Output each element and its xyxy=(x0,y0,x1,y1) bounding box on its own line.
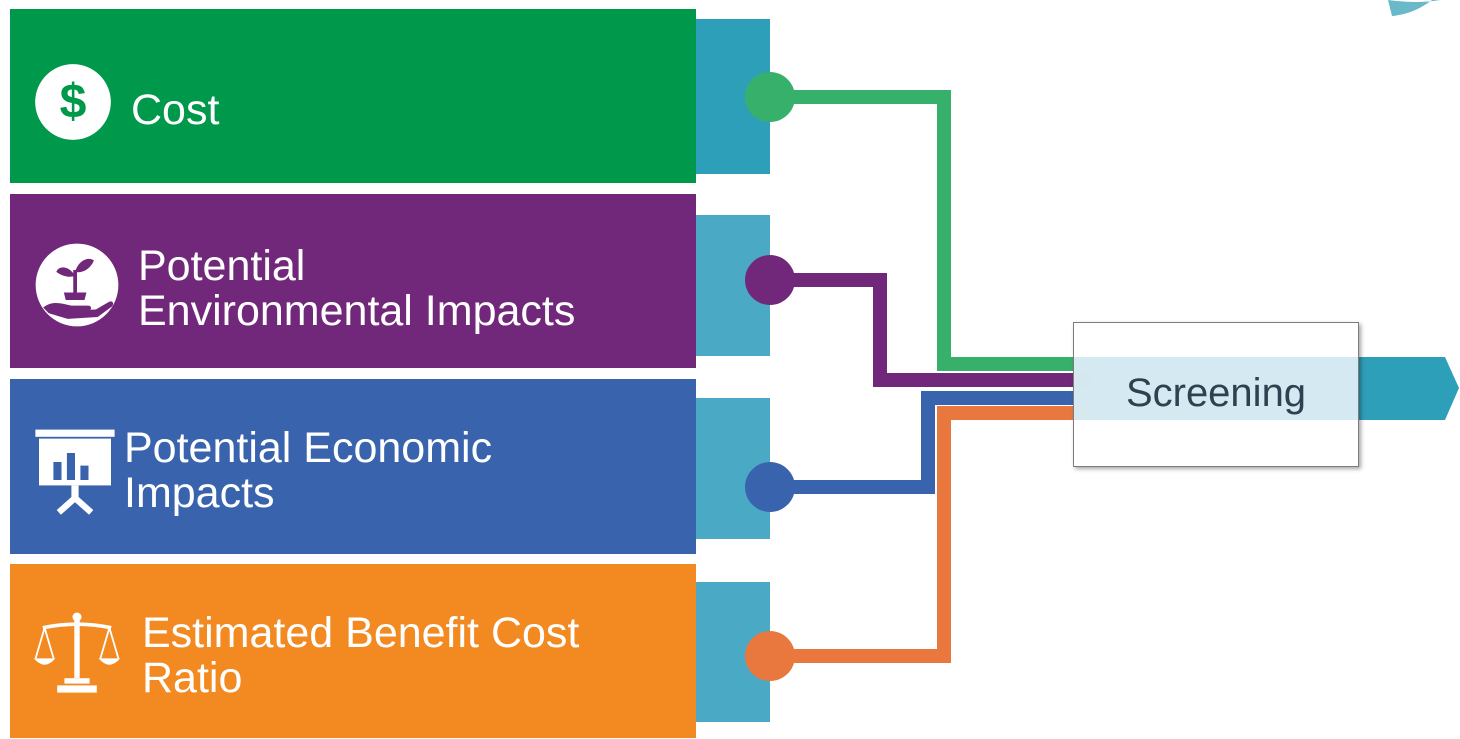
screening-label: Screening xyxy=(1125,371,1307,415)
economic-connector-dot xyxy=(745,462,795,512)
bcr-block: Estimated Benefit Cost Ratio xyxy=(10,564,696,738)
environmental-connector-dot xyxy=(745,255,795,305)
environmental-connector-line xyxy=(770,273,1090,387)
bcr-connector-dot xyxy=(745,631,795,681)
plant-in-hand-icon xyxy=(35,243,119,327)
cost-block: $ Cost xyxy=(10,9,696,183)
screening-box xyxy=(1073,322,1359,467)
environmental-block: Potential Environmental Impacts xyxy=(10,194,696,368)
economic-label: Potential Economic Impacts xyxy=(124,424,493,517)
presentation-chart-icon xyxy=(35,429,115,515)
balance-scale-icon xyxy=(33,612,121,693)
bcr-connector-line xyxy=(770,406,1090,663)
corner-swoosh xyxy=(1388,0,1440,16)
svg-text:$: $ xyxy=(60,74,87,128)
dollar-icon: $ xyxy=(35,64,111,140)
economic-block: Potential Economic Impacts xyxy=(10,379,696,554)
cost-connector-dot xyxy=(745,72,795,122)
cost-connector-line xyxy=(770,90,1090,371)
economic-connector-line xyxy=(770,391,1090,494)
environmental-label: Potential Environmental Impacts xyxy=(138,242,576,335)
cost-label: Cost xyxy=(131,86,220,134)
bcr-label: Estimated Benefit Cost Ratio xyxy=(142,609,580,702)
